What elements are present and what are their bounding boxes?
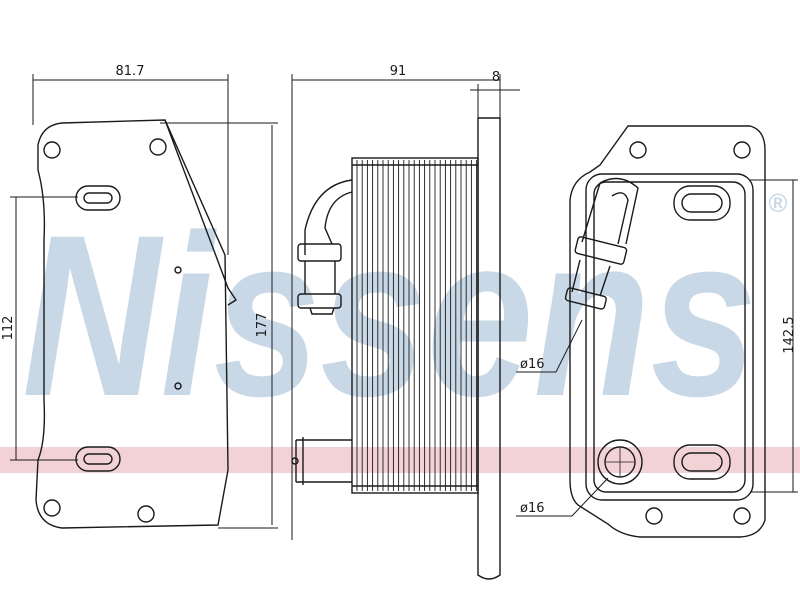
- dimension-right-height: 142.5: [782, 316, 797, 353]
- front-small-dot-upper: [174, 266, 182, 274]
- side-view-upper-hose: [304, 179, 353, 255]
- rear-view-outer-outline: [569, 125, 766, 538]
- side-view-lower-spigot: [295, 437, 352, 485]
- rear-bolt-hole-bl: [645, 507, 663, 525]
- dimension-left-height: 177: [255, 313, 270, 338]
- watermark-band: [0, 447, 800, 473]
- dimension-flange-thickness: 8: [492, 70, 500, 85]
- rear-oval-port-upper: [673, 185, 731, 221]
- watermark-brand: Nissens: [22, 187, 757, 444]
- rear-inlet-pipe-fitting: [574, 236, 628, 265]
- rear-view: [564, 125, 766, 538]
- rear-view-core-plate: [585, 173, 754, 501]
- front-view-outline: [35, 119, 229, 529]
- rear-inlet-pipe-fitting-lower: [564, 287, 607, 310]
- front-oval-port-lower: [75, 446, 121, 472]
- front-view-bracket: [164, 119, 237, 306]
- side-view-flange-plate: [477, 117, 501, 580]
- dimension-left-width: 81.7: [116, 64, 145, 79]
- side-view: [291, 117, 501, 580]
- rear-bolt-hole-br: [733, 507, 751, 525]
- front-bolt-hole-tl: [43, 141, 61, 159]
- front-small-dot-lower: [174, 382, 182, 390]
- rear-outlet-port: [597, 439, 643, 485]
- front-bolt-hole-br: [137, 505, 155, 523]
- dimension-left-hole-spacing: 112: [1, 316, 16, 341]
- dimension-upper-port-diameter: ø16: [520, 357, 545, 372]
- rear-oval-port-lower: [673, 444, 731, 480]
- dimension-lower-port-diameter: ø16: [520, 501, 545, 516]
- rear-bolt-hole-tl: [629, 141, 647, 159]
- rear-inlet-pipe: [581, 177, 639, 245]
- dimension-side-depth: 91: [390, 64, 407, 79]
- rear-bolt-hole-tr: [733, 141, 751, 159]
- front-bolt-hole-bl: [43, 499, 61, 517]
- front-view: [35, 119, 237, 529]
- front-oval-port-upper: [75, 185, 121, 211]
- side-view-hose-clamp-upper: [297, 243, 342, 262]
- watermark-registered-mark: ®: [768, 188, 788, 218]
- side-view-hose-clamp-lower: [297, 293, 342, 309]
- front-bolt-hole-tr: [149, 138, 167, 156]
- side-view-fin-stack: [351, 157, 479, 494]
